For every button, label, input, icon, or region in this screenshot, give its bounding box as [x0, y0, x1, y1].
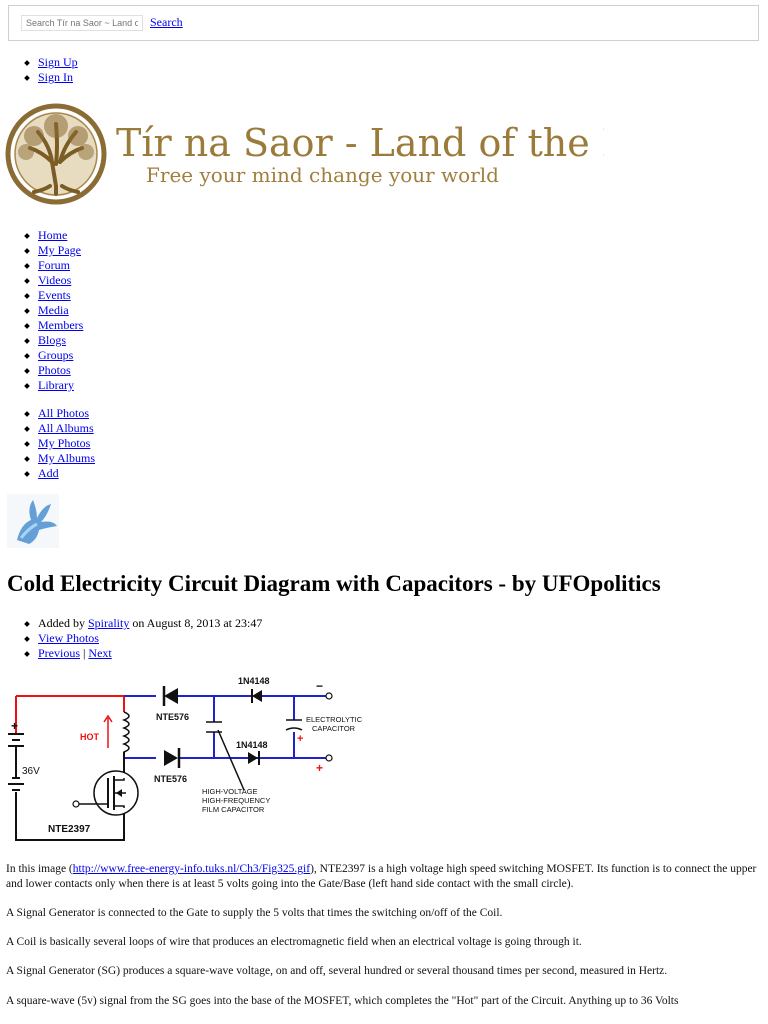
author-link[interactable]: Spirality [88, 616, 130, 630]
nav-item-members: Members [24, 318, 83, 333]
subnav-my-photos[interactable]: My Photos [38, 436, 91, 450]
diode-1n4148-top [251, 689, 262, 703]
nav-item-groups: Groups [24, 348, 83, 363]
description-paragraph-5: A square-wave (5v) signal from the SG go… [6, 995, 679, 1007]
nav-item-photos: Photos [24, 363, 83, 378]
subnav-my-albums[interactable]: My Albums [38, 451, 96, 465]
label-electrolytic: ELECTROLYTIC [306, 715, 363, 724]
sign-up-link[interactable]: Sign Up [38, 55, 78, 69]
film-capacitor-symbol [206, 721, 245, 791]
view-photos-item: View Photos [24, 631, 262, 646]
pager-item: Previous | Next [24, 646, 262, 661]
sign-in-link[interactable]: Sign In [38, 70, 74, 84]
label-d2: NTE576 [154, 774, 187, 784]
account-item: Sign In [24, 70, 78, 85]
circuit-diagram-image[interactable]: NTE576 NTE576 1N4148 1N4148 HOT 36V NTE2… [8, 668, 380, 844]
subnav-item: All Albums [24, 421, 95, 436]
label-film-3: FILM CAPACITOR [202, 805, 265, 814]
label-capacitor: CAPACITOR [312, 724, 356, 733]
banner-title: Tír na Saor - Land of the Free [116, 121, 604, 165]
nav-link-home[interactable]: Home [38, 228, 68, 242]
nav-link-photos[interactable]: Photos [38, 363, 71, 377]
tree-of-life-logo [5, 103, 107, 205]
wire-ground [15, 746, 125, 841]
photo-title: Cold Electricity Circuit Diagram with Ca… [7, 571, 661, 596]
nav-item-library: Library [24, 378, 83, 393]
added-by-line: Added by Spirality on August 8, 2013 at … [24, 616, 262, 631]
main-nav: Home My Page Forum Videos Events Media M… [24, 228, 83, 393]
mosfet-symbol [72, 770, 139, 816]
nav-item-videos: Videos [24, 273, 83, 288]
terminal-positive [325, 754, 333, 762]
search-bar: Search [8, 5, 759, 41]
site-banner[interactable]: Tír na Saor - Land of the Free Free your… [4, 102, 604, 206]
nav-link-library[interactable]: Library [38, 378, 74, 392]
next-link[interactable]: Next [88, 646, 112, 660]
nav-item-events: Events [24, 288, 83, 303]
coil-symbol [121, 711, 130, 758]
diode-nte576-top [162, 686, 178, 706]
subnav-item: Add [24, 466, 95, 481]
source-image-link[interactable]: http://www.free-energy-info.tuks.nl/Ch3/… [72, 863, 311, 875]
search-button[interactable]: Search [150, 15, 183, 29]
terminal-negative [325, 692, 333, 700]
nav-item-media: Media [24, 303, 83, 318]
label-cap-plus: + [297, 733, 303, 745]
added-by-prefix: Added by [38, 616, 88, 630]
subnav-item: My Photos [24, 436, 95, 451]
banner-tagline: Free your mind change your world [146, 163, 499, 187]
nav-link-members[interactable]: Members [38, 318, 84, 332]
label-d4: 1N4148 [236, 740, 268, 750]
label-mosfet: NTE2397 [48, 824, 91, 835]
subnav-all-albums[interactable]: All Albums [38, 421, 94, 435]
nav-item-forum: Forum [24, 258, 83, 273]
label-terminal-minus: − [316, 679, 323, 693]
hot-arrow-icon [103, 714, 113, 748]
subnav-item: My Albums [24, 451, 95, 466]
added-date: on August 8, 2013 at 23:47 [129, 616, 263, 630]
wire-red [16, 695, 125, 712]
paragraph-text: ), NTE2397 is a high voltage high speed … [6, 863, 757, 890]
nav-link-videos[interactable]: Videos [38, 273, 72, 287]
nav-link-forum[interactable]: Forum [38, 258, 71, 272]
view-photos-link[interactable]: View Photos [38, 631, 99, 645]
label-film-1: HIGH-VOLTAGE [202, 787, 258, 796]
nav-link-my-page[interactable]: My Page [38, 243, 81, 257]
account-links: Sign Up Sign In [24, 55, 78, 85]
nav-link-events[interactable]: Events [38, 288, 71, 302]
author-avatar[interactable] [7, 494, 59, 548]
pager-separator: | [80, 646, 89, 660]
label-hot: HOT [80, 732, 100, 742]
description-paragraph-2: A Signal Generator is connected to the G… [6, 907, 503, 919]
description-paragraph-4: A Signal Generator (SG) produces a squar… [6, 965, 668, 977]
diode-1n4148-bottom [248, 751, 260, 765]
label-film-2: HIGH-FREQUENCY [202, 796, 270, 805]
nav-link-media[interactable]: Media [38, 303, 69, 317]
photo-subnav: All Photos All Albums My Photos My Album… [24, 406, 95, 481]
subnav-add[interactable]: Add [38, 466, 59, 480]
nav-link-blogs[interactable]: Blogs [38, 333, 67, 347]
nav-item-blogs: Blogs [24, 333, 83, 348]
nav-item-my-page: My Page [24, 243, 83, 258]
photo-meta: Added by Spirality on August 8, 2013 at … [24, 616, 262, 661]
battery-symbol [8, 733, 24, 791]
electrolytic-capacitor-symbol [285, 719, 303, 731]
previous-link[interactable]: Previous [38, 646, 80, 660]
label-terminal-plus: + [316, 761, 323, 775]
label-d3: 1N4148 [238, 676, 270, 686]
description-paragraph-1: In this image (http://www.free-energy-in… [6, 862, 764, 892]
paragraph-text: In this image ( [6, 863, 73, 875]
search-input[interactable] [21, 15, 143, 31]
label-d1: NTE576 [156, 712, 189, 722]
nav-link-groups[interactable]: Groups [38, 348, 74, 362]
label-battery-plus: + [11, 719, 18, 733]
diode-nte576-bottom [164, 748, 181, 768]
account-item: Sign Up [24, 55, 78, 70]
subnav-item: All Photos [24, 406, 95, 421]
description-paragraph-3: A Coil is basically several loops of wir… [6, 936, 582, 948]
label-voltage: 36V [22, 766, 40, 777]
nav-item-home: Home [24, 228, 83, 243]
subnav-all-photos[interactable]: All Photos [38, 406, 90, 420]
